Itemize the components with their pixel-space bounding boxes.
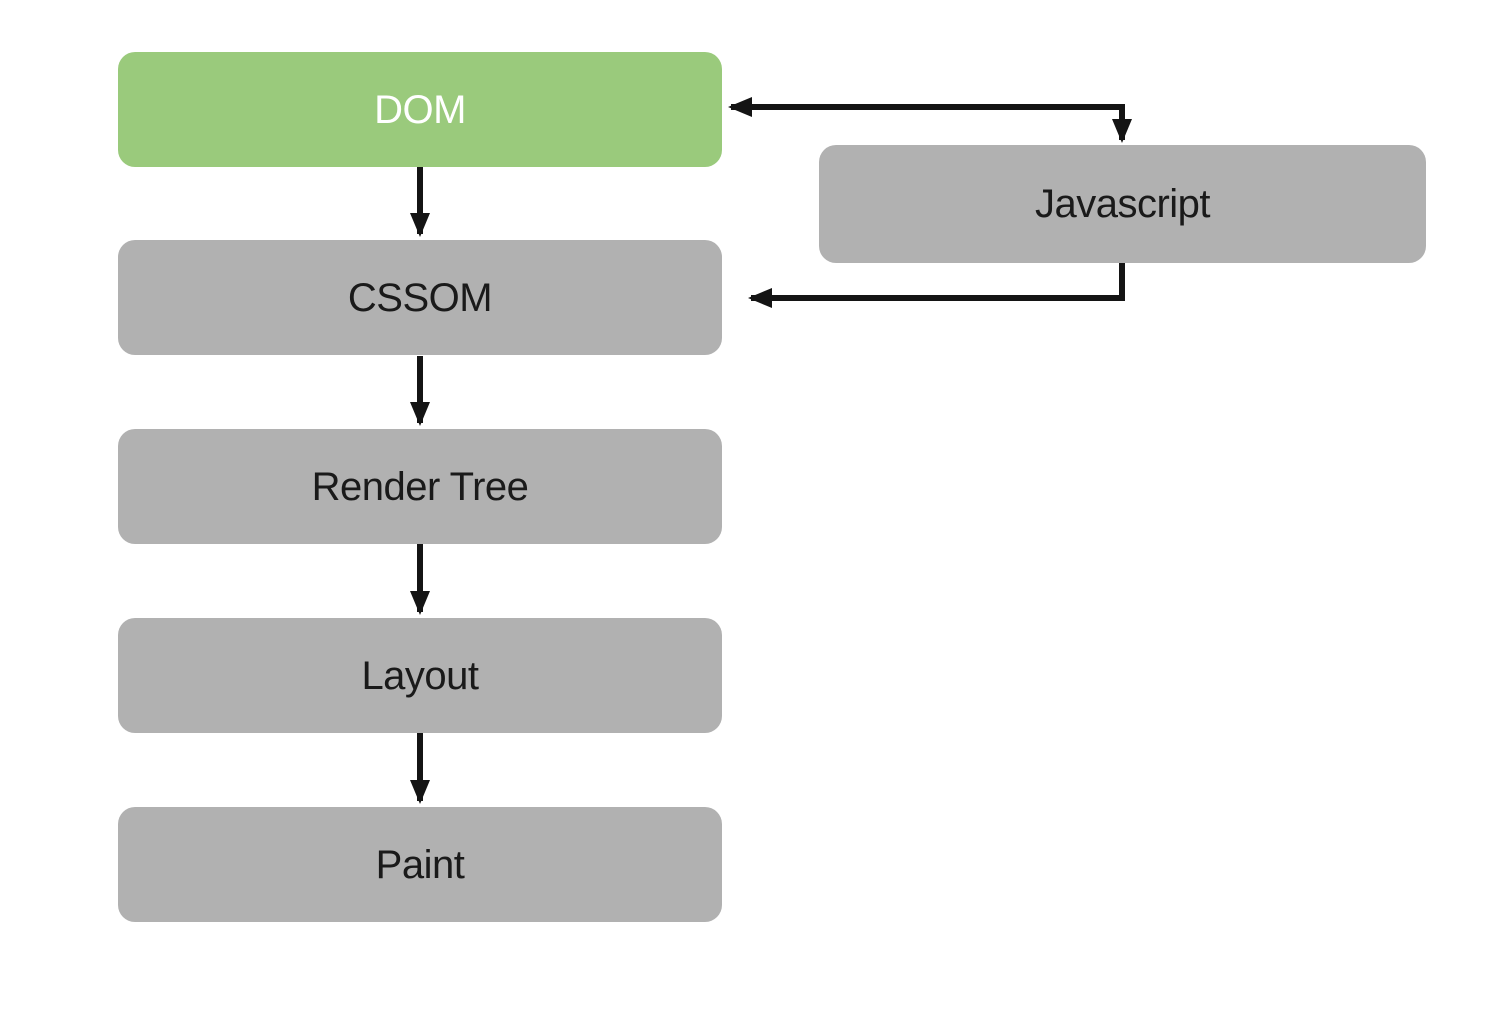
node-paint: Paint (118, 807, 722, 922)
node-render-tree-label: Render Tree (311, 464, 529, 509)
node-javascript: Javascript (819, 145, 1426, 263)
node-javascript-label: Javascript (1034, 182, 1211, 226)
arrow-dom-javascript-bidirectional (728, 97, 1132, 143)
node-paint-label: Paint (375, 842, 465, 887)
node-dom: DOM (118, 52, 722, 167)
node-cssom: CSSOM (118, 240, 722, 355)
node-dom-label: DOM (374, 87, 466, 132)
arrow-javascript-to-cssom (748, 263, 1125, 308)
node-layout-label: Layout (361, 653, 479, 698)
node-cssom-label: CSSOM (347, 275, 493, 320)
node-layout: Layout (118, 618, 722, 733)
node-render-tree: Render Tree (118, 429, 722, 544)
